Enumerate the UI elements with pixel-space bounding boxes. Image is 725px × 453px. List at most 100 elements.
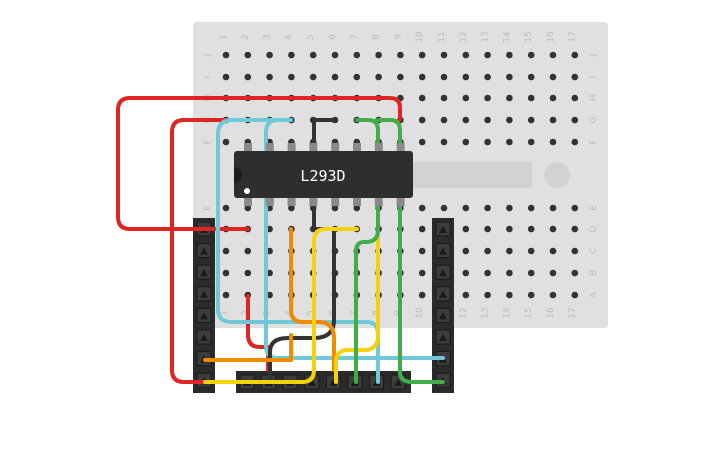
column-label-top: 14 — [502, 31, 512, 43]
breadboard-hole — [288, 51, 295, 59]
breadboard-hole — [440, 94, 448, 102]
wire-yellow-1 — [203, 227, 359, 384]
breadboard-hole — [462, 225, 470, 233]
breadboard-hole — [222, 247, 230, 255]
breadboard-hole — [244, 204, 252, 212]
breadboard-hole — [527, 116, 535, 124]
breadboard-hole — [506, 116, 513, 124]
chip-label: L293D — [300, 167, 345, 185]
breadboard-hole — [484, 204, 491, 212]
header-pin-socket — [439, 269, 447, 277]
pin-header-horizontal — [236, 371, 411, 393]
column-label-top: 11 — [437, 31, 447, 42]
breadboard-hole — [527, 73, 535, 81]
breadboard-hole — [571, 269, 579, 277]
wire-cyan-2 — [264, 118, 445, 360]
chip-pin — [353, 196, 361, 206]
pin-header-vertical — [432, 218, 454, 393]
chip-pin — [244, 196, 252, 206]
breadboard-hole — [484, 247, 491, 255]
header-pin-socket — [439, 312, 447, 320]
breadboard-hole — [571, 204, 579, 212]
breadboard-hole — [222, 269, 230, 277]
chip-pin — [331, 196, 340, 206]
row-label: F — [589, 139, 599, 144]
breadboard-hole — [440, 116, 448, 124]
breadboard-hole — [418, 94, 426, 102]
header-pin-socket — [439, 290, 447, 298]
breadboard-hole — [309, 51, 317, 59]
breadboard-hole — [331, 51, 339, 59]
column-label-bottom: 12 — [459, 307, 469, 318]
column-label-bottom: 10 — [415, 307, 425, 319]
column-label-bottom: 15 — [524, 307, 534, 318]
breadboard-hole — [222, 204, 230, 212]
column-label-top: 4 — [284, 34, 294, 40]
breadboard-hole — [418, 73, 426, 81]
header-pin-socket — [439, 226, 447, 233]
row-label: G — [589, 116, 599, 123]
breadboard-hole — [309, 73, 317, 81]
breadboard-hole — [484, 291, 491, 299]
header-pin-socket — [200, 269, 208, 277]
wire-red-bottom — [246, 294, 270, 372]
chip-body — [234, 151, 413, 198]
breadboard-hole — [462, 73, 470, 81]
breadboard-hole — [571, 138, 579, 146]
breadboard-hole — [484, 138, 491, 146]
chip-pin — [374, 143, 383, 153]
breadboard-hole — [440, 204, 448, 212]
column-label-top: 7 — [350, 34, 360, 40]
chip-pin — [244, 143, 252, 153]
breadboard-hole — [462, 94, 470, 102]
header-pin-socket — [200, 247, 208, 255]
wire-green-1 — [354, 118, 380, 384]
row-label: B — [589, 270, 599, 276]
breadboard-hole — [506, 138, 513, 146]
row-label: E — [203, 205, 213, 211]
breadboard-hole — [549, 116, 557, 124]
breadboard-hole — [418, 269, 426, 277]
column-label-top: 5 — [306, 34, 316, 40]
row-label: F — [203, 139, 213, 144]
wire-orange-1 — [289, 227, 336, 372]
column-label-top: 17 — [568, 31, 578, 42]
breadboard-hole — [288, 73, 295, 81]
column-label-top: 16 — [546, 31, 556, 43]
breadboard-hole — [397, 73, 404, 81]
breadboard-hole — [571, 225, 579, 233]
column-label-bottom: 2 — [241, 310, 251, 316]
column-label-bottom: 16 — [546, 307, 556, 319]
breadboard-hole — [549, 138, 557, 146]
breadboard-hole — [506, 247, 513, 255]
breadboard-hole — [571, 116, 579, 124]
row-label: D — [589, 225, 599, 232]
column-label-top: 12 — [459, 31, 469, 42]
breadboard-hole — [549, 291, 557, 299]
row-label: C — [589, 248, 599, 254]
column-label-top: 2 — [241, 34, 251, 40]
row-label: J — [203, 54, 213, 58]
breadboard-hole — [549, 269, 557, 277]
breadboard-hole — [506, 291, 513, 299]
chip-pin — [309, 196, 318, 206]
wire-green-2 — [376, 118, 445, 384]
header-pin-socket — [200, 312, 208, 320]
header-pin-socket — [394, 379, 403, 386]
column-label-top: 3 — [263, 34, 273, 40]
breadboard-hole — [549, 204, 557, 212]
column-label-bottom: 17 — [568, 307, 578, 318]
breadboard-hole — [571, 51, 579, 59]
column-label-top: 9 — [393, 34, 403, 40]
breadboard-hole — [484, 225, 491, 233]
column-label-bottom: 1 — [219, 310, 229, 316]
chip-pin — [309, 143, 318, 153]
breadboard-hole — [549, 51, 557, 59]
column-labels: 1122334455667788991010111112121313141415… — [219, 31, 578, 319]
row-label: I — [203, 76, 213, 79]
breadboard-hole — [375, 73, 382, 81]
breadboard-hole — [571, 73, 579, 81]
chip-pins — [244, 143, 405, 206]
column-label-bottom: 13 — [481, 307, 491, 318]
